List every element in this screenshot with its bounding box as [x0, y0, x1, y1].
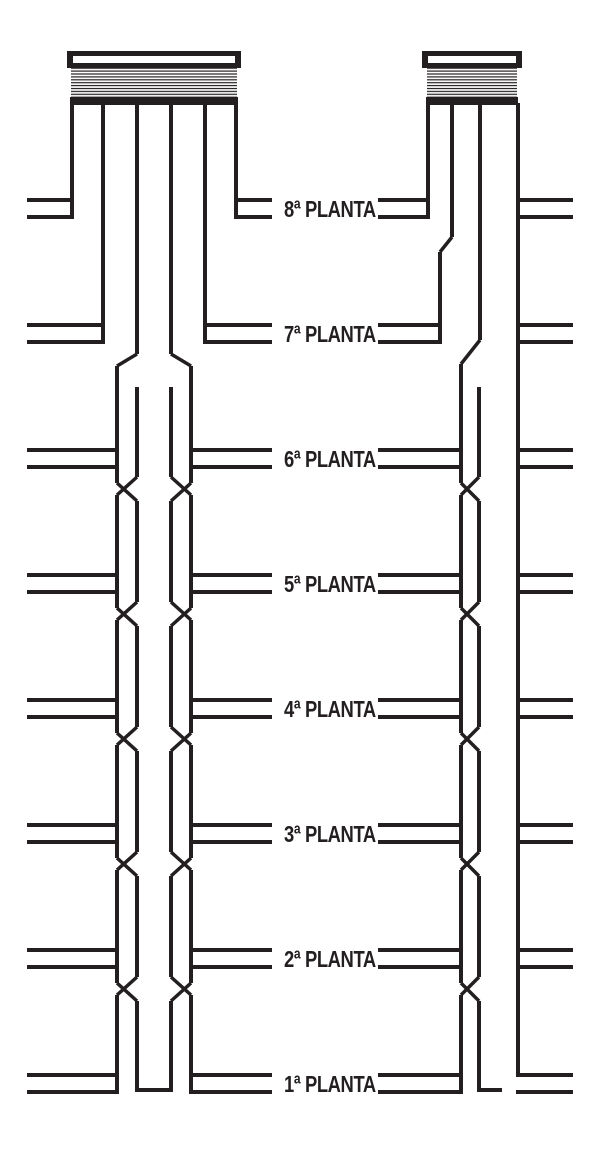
- floor-label-2: 2ª PLANTA: [284, 946, 376, 972]
- left-shaft-widening-diagonals: [116, 352, 192, 368]
- right-shaft-upper-duct-walls: [426, 103, 520, 1077]
- left-shaft-louver: [70, 68, 238, 105]
- slab-floor-7: [27, 323, 573, 344]
- left-shaft-junction-diagonals: [115, 475, 193, 1003]
- right-shaft-cap: [422, 51, 522, 68]
- floor-label-6: 6ª PLANTA: [284, 446, 376, 472]
- slab-floor-8: [27, 198, 573, 219]
- slab-floor-5: [27, 573, 573, 594]
- floor-label-7: 7ª PLANTA: [284, 321, 376, 347]
- right-shaft-junction-diagonals: [459, 475, 481, 1003]
- slab-floor-2: [27, 948, 573, 969]
- right-shaft-widening-diagonals: [438, 235, 482, 366]
- floor-label-5: 5ª PLANTA: [284, 571, 376, 597]
- floor-label-8: 8ª PLANTA: [284, 196, 376, 222]
- slab-floor-4: [27, 698, 573, 719]
- left-shaft-inner-walls: [135, 387, 173, 1092]
- right-shaft: [422, 51, 522, 1092]
- right-shaft-louver: [426, 68, 518, 105]
- slab-floor-6: [27, 448, 573, 469]
- floor-label-3: 3ª PLANTA: [284, 821, 376, 847]
- slab-floor-3: [27, 823, 573, 844]
- left-shaft-upper-duct-walls: [70, 103, 238, 354]
- floor-label-1: 1ª PLANTA: [284, 1071, 376, 1097]
- floor-slabs: [27, 198, 573, 1094]
- left-shaft-cap: [67, 51, 241, 68]
- left-shaft: [67, 51, 241, 1092]
- slab-floor-1: [27, 1073, 573, 1094]
- floor-label-4: 4ª PLANTA: [284, 696, 376, 722]
- left-shaft-outer-walls: [115, 366, 193, 1092]
